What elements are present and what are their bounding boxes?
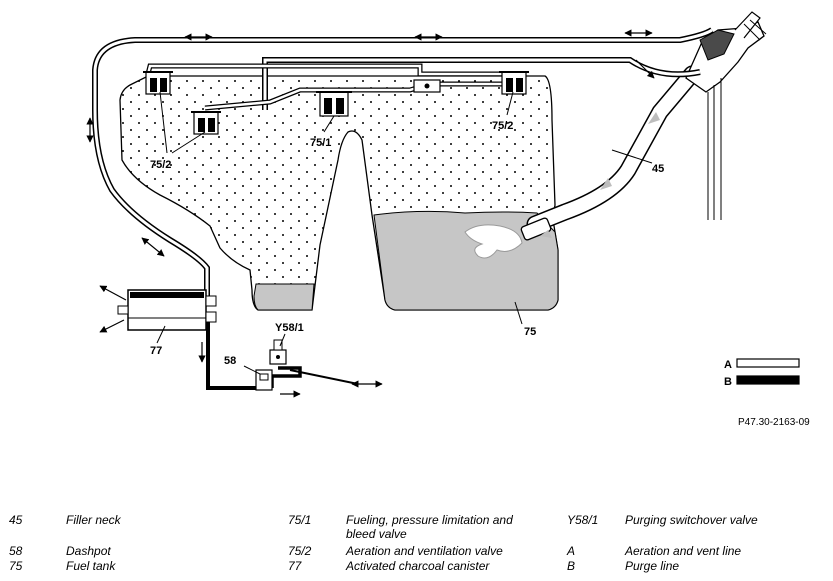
- legend-text: Purge line: [625, 559, 680, 573]
- legend-text-continued: bleed valve: [346, 527, 407, 541]
- legend-text: Filler neck: [66, 513, 121, 527]
- filler-head: [685, 11, 767, 220]
- flow-arrow: [540, 230, 552, 238]
- figure-reference: P47.30-2163-09: [738, 417, 810, 428]
- callout-75-1: 75/1: [310, 137, 331, 149]
- legend-code: 45: [9, 513, 23, 527]
- callout-45: 45: [652, 163, 664, 175]
- callout-75-2-right: 75/2: [492, 120, 513, 132]
- legend-code: Y58/1: [567, 513, 599, 527]
- valve-75-2-left-a: [143, 71, 173, 95]
- flow-arrow: [648, 112, 660, 124]
- fuel-level-left: [253, 283, 315, 311]
- legend-text: Dashpot: [66, 544, 111, 558]
- callout-75: 75: [524, 326, 536, 338]
- callout-58: 58: [224, 355, 236, 367]
- line-key-a-label: A: [724, 359, 732, 371]
- legend-code: 75/2: [288, 544, 312, 558]
- line-key-a-swatch: [736, 358, 800, 368]
- legend-code: B: [567, 559, 576, 573]
- legend-text: Fuel tank: [66, 559, 116, 573]
- legend-code: 77: [288, 559, 302, 573]
- legend-text: Fueling, pressure limitation and: [346, 513, 513, 527]
- fuel-splash: [464, 224, 523, 259]
- line-key-b-swatch: [736, 375, 800, 385]
- valve-75-2-right: [499, 71, 529, 95]
- legend-code: 58: [9, 544, 23, 558]
- leader-lines: [156, 91, 653, 375]
- legend-text: Activated charcoal canister: [346, 559, 490, 573]
- charcoal-canister: [117, 289, 217, 331]
- legend-text: Aeration and vent line: [625, 544, 742, 558]
- flow-arrow: [600, 178, 612, 190]
- dashpot: [255, 369, 273, 391]
- callout-75-2-left: 75/2: [150, 159, 171, 171]
- legend-code: 75: [9, 559, 23, 573]
- legend: 45 Filler neck 58 Dashpot 75 Fuel tank 7…: [0, 510, 833, 581]
- filler-neck: [520, 65, 701, 241]
- legend-text: Purging switchover valve: [625, 513, 758, 527]
- fuel-tank: [119, 75, 559, 311]
- line-key: A B: [724, 358, 800, 388]
- vent-line-a: [92, 27, 714, 298]
- legend-text: Aeration and ventilation valve: [346, 544, 503, 558]
- callout-y58-1: Y58/1: [275, 322, 304, 334]
- legend-code: 75/1: [288, 513, 312, 527]
- flow-arrows: [86, 29, 655, 398]
- line-key-b-label: B: [724, 376, 732, 388]
- purge-switchover-valve: [269, 339, 287, 365]
- valve-75-2-left-b: [191, 111, 221, 135]
- callout-77: 77: [150, 345, 162, 357]
- legend-code: A: [567, 544, 576, 558]
- valve-75-1: [316, 91, 352, 117]
- fuel-evaporation-system-diagram: 45 75/1 75/2 75/2 75 77 58 Y58/1 A B: [86, 11, 800, 398]
